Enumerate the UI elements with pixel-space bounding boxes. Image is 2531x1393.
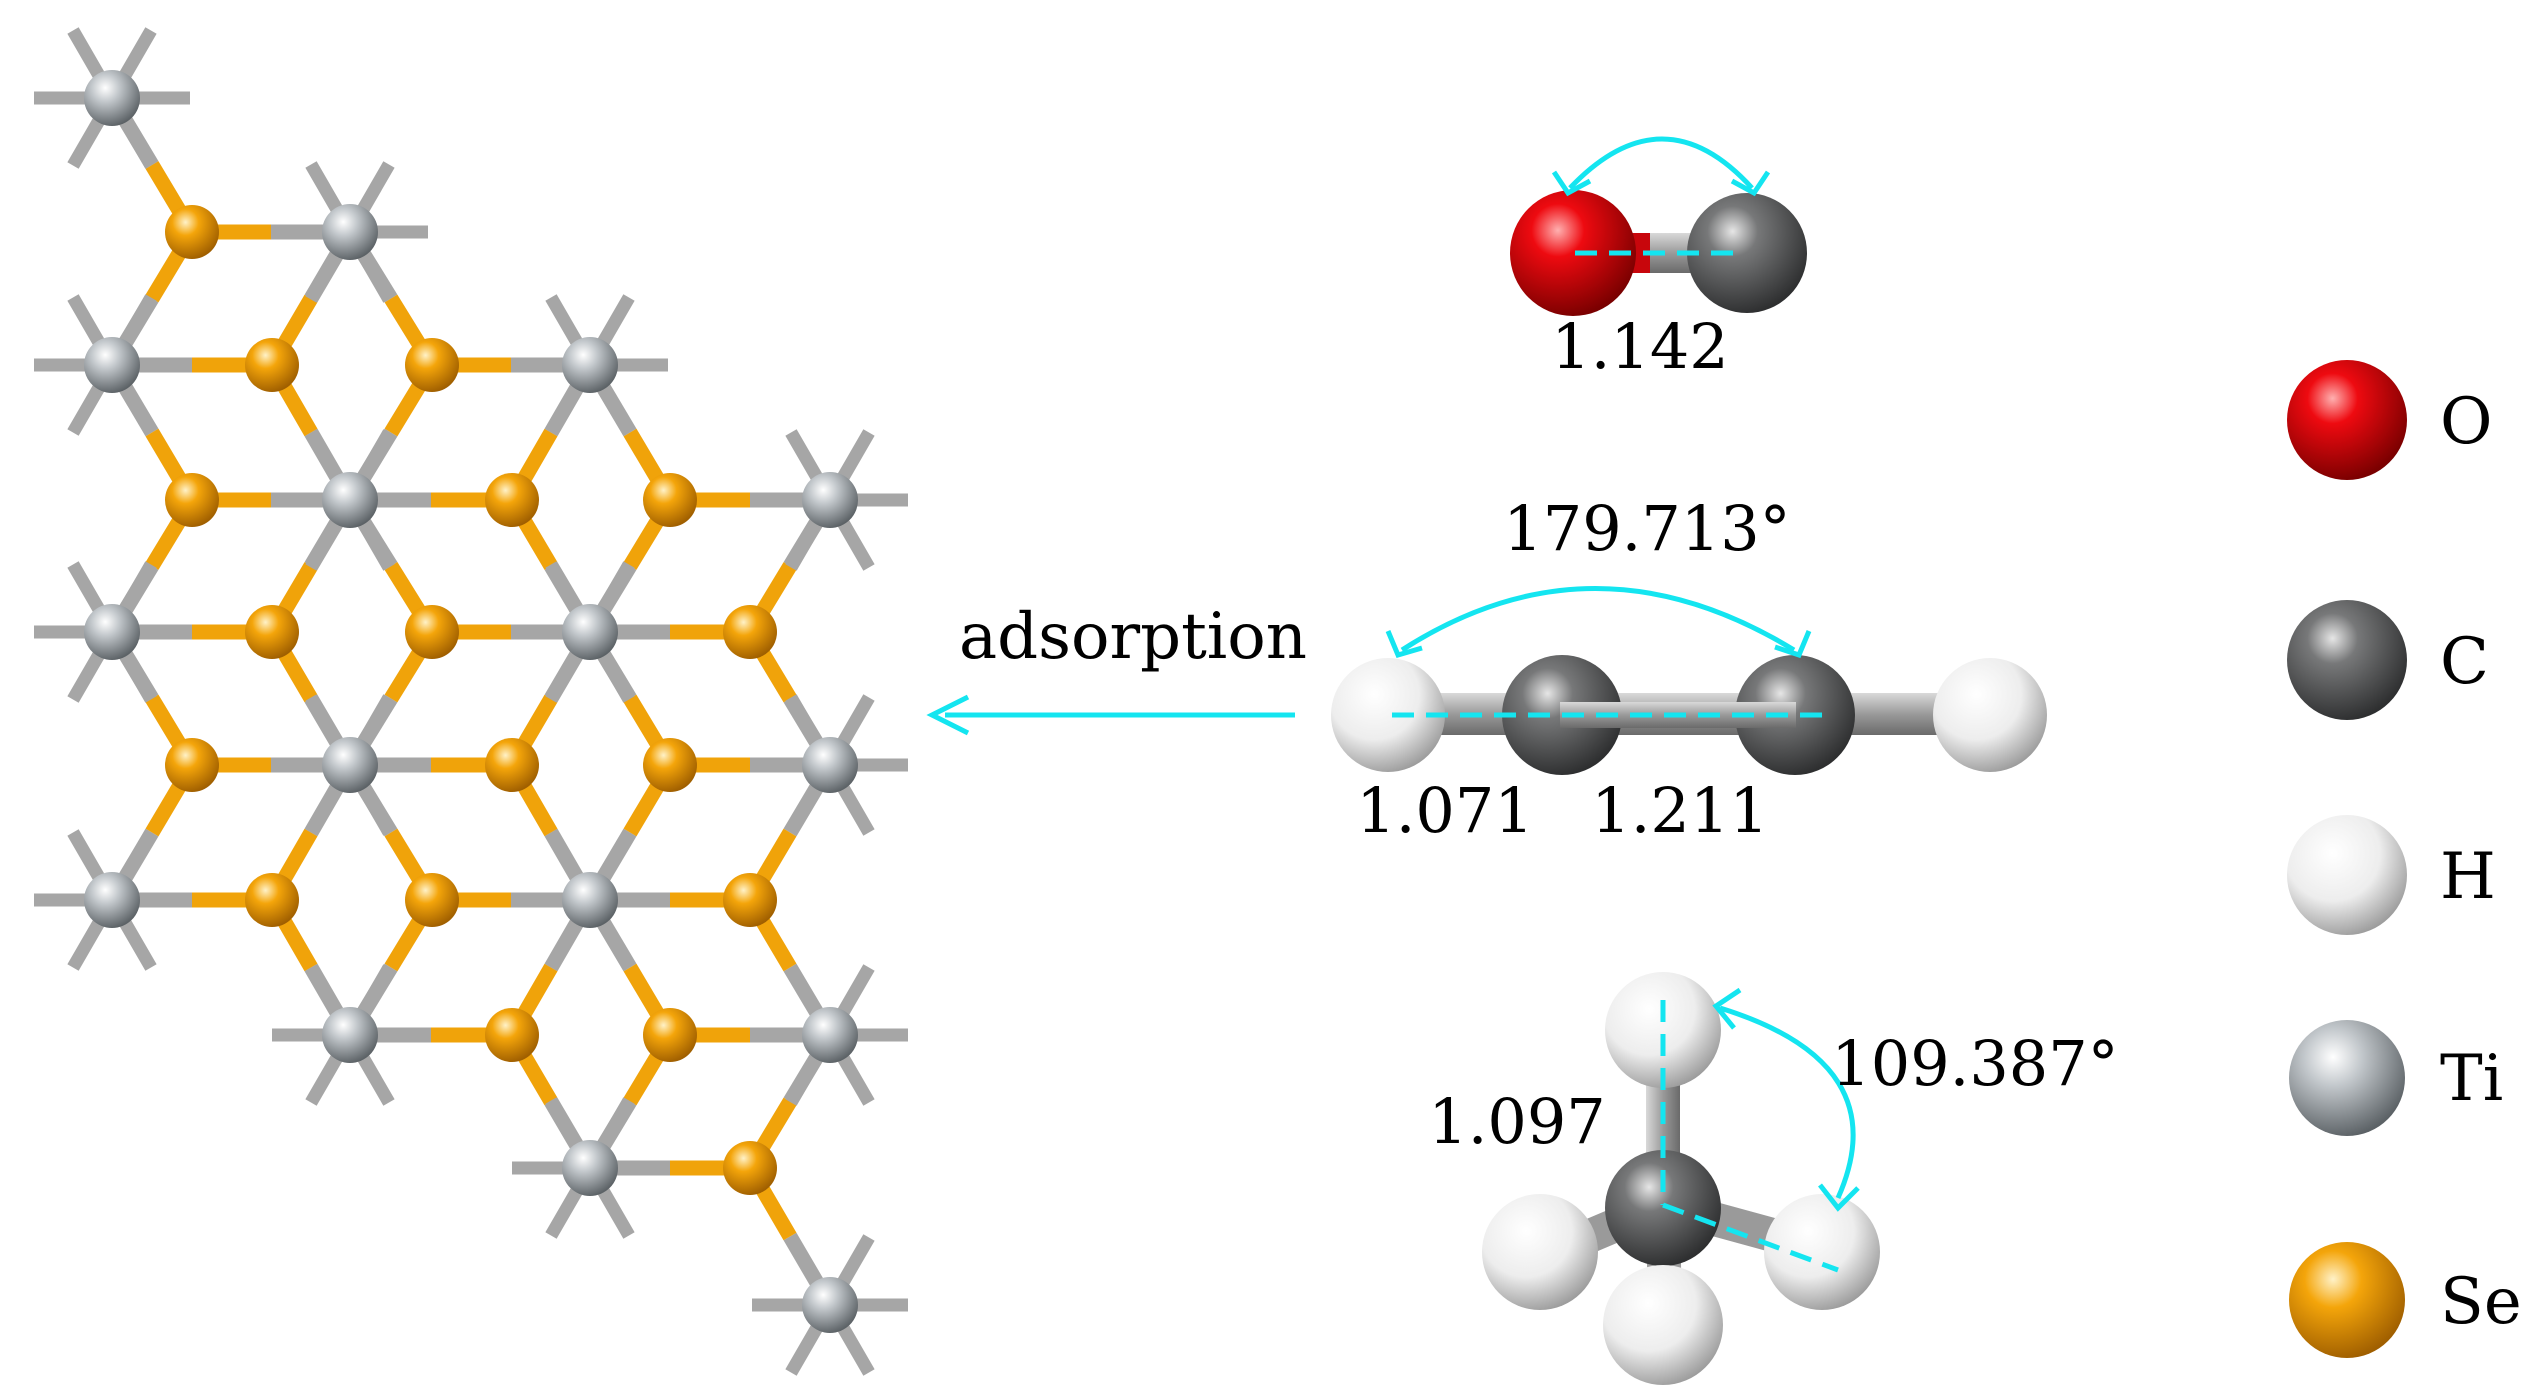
se-atom — [165, 473, 219, 527]
legend-swatch-c — [2287, 600, 2407, 720]
ch4-angle: 109.387° — [1831, 1027, 2118, 1100]
se-atom — [723, 605, 777, 659]
co-bond-length: 1.142 — [1551, 310, 1729, 383]
se-atom — [723, 1141, 777, 1195]
co-molecule — [1510, 136, 1807, 316]
ti-atom — [322, 737, 378, 793]
se-atom — [485, 738, 539, 792]
ti-atom — [84, 337, 140, 393]
se-atom — [245, 873, 299, 927]
legend-item-h: H — [2287, 815, 2496, 935]
se-atom — [643, 1008, 697, 1062]
legend-swatch-se — [2289, 1242, 2405, 1358]
se-atom — [245, 338, 299, 392]
se-atom — [405, 605, 459, 659]
legend-item-se: Se — [2289, 1242, 2522, 1358]
ch4-ch-bond-length: 1.097 — [1428, 1085, 1606, 1158]
legend-swatch-o — [2287, 360, 2407, 480]
c2h2-angle: 179.713° — [1503, 492, 1790, 565]
ti-atom — [562, 872, 618, 928]
se-atom — [723, 873, 777, 927]
ti-atom — [802, 472, 858, 528]
se-atom — [165, 738, 219, 792]
ti-atom — [562, 337, 618, 393]
legend-item-o: O — [2287, 360, 2492, 480]
se-atom — [405, 338, 459, 392]
se-atom — [485, 473, 539, 527]
lattice-atoms — [84, 70, 858, 1333]
adsorption-arrow — [926, 694, 1295, 736]
legend-swatch-h — [2287, 815, 2407, 935]
legend-swatch-ti — [2289, 1020, 2405, 1136]
c2h2-ch-bond-length: 1.071 — [1356, 774, 1534, 847]
ti-atom — [322, 204, 378, 260]
se-atom — [643, 738, 697, 792]
ti-atom — [562, 604, 618, 660]
ti-atom — [802, 1277, 858, 1333]
ti-atom — [802, 1007, 858, 1063]
legend-label-h: H — [2440, 840, 2496, 914]
ti-atom — [84, 70, 140, 126]
legend-item-ti: Ti — [2289, 1020, 2503, 1136]
legend: O C H Ti Se — [2287, 360, 2522, 1358]
ti-atom — [322, 472, 378, 528]
legend-label-se: Se — [2440, 1265, 2522, 1339]
legend-label-o: O — [2440, 385, 2492, 459]
se-atom — [165, 205, 219, 259]
ti-atom — [322, 1007, 378, 1063]
ch4-molecule — [1482, 972, 1880, 1385]
ti-atom — [802, 737, 858, 793]
ti-atom — [84, 604, 140, 660]
legend-item-c: C — [2287, 600, 2489, 720]
c2h2-molecule — [1331, 586, 2047, 775]
se-atom — [485, 1008, 539, 1062]
legend-label-c: C — [2440, 625, 2489, 699]
legend-label-ti: Ti — [2440, 1042, 2503, 1116]
se-atom — [643, 473, 697, 527]
ti-atom — [562, 1140, 618, 1196]
adsorption-label: adsorption — [959, 600, 1307, 674]
ti-atom — [84, 872, 140, 928]
tise2-lattice — [34, 27, 908, 1376]
c2h2-cc-bond-length: 1.211 — [1591, 774, 1769, 847]
se-atom — [245, 605, 299, 659]
se-atom — [405, 873, 459, 927]
